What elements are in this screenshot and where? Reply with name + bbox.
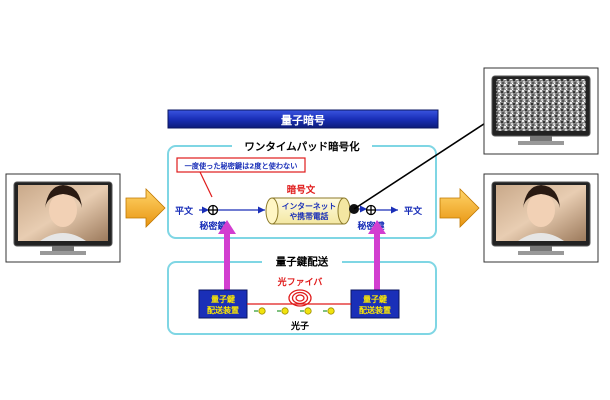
input-arrow-icon [125,188,166,228]
photon-label: 光子 [290,320,309,332]
otp-label-bg [232,139,372,153]
key-arrow-right [368,220,386,290]
qkd-device-left [198,289,248,319]
output-arrow-icon [439,188,480,228]
channel-cylinder [265,197,351,225]
ciphertext-label: 暗号文 [287,184,316,196]
eavesdropper-tv-image [483,67,599,155]
sender-tv-image [5,173,121,263]
device-left-line2: 配送装置 [207,305,239,315]
plaintext-right: 平文 [404,205,423,217]
otp-label: ワンタイムパッド暗号化 [244,140,360,153]
fiber-label: 光ファイバ [277,276,323,288]
warning-box [176,157,306,173]
warning-pointer [199,171,213,198]
title-bar [167,109,439,129]
qkd-device-right [350,289,400,319]
key-arrow-left [218,220,236,290]
warning-text: 一度使った秘密鍵は2度と使わない [185,162,298,171]
plaintext-left: 平文 [175,205,194,217]
fiber-coil-icon [288,289,312,307]
secret-key-left: 秘密鍵 [199,220,226,232]
channel-label-line1: インターネット [282,201,337,211]
title-text: 量子暗号 [281,113,325,127]
device-right-line2: 配送装置 [359,305,391,315]
device-right-line1: 量子鍵 [363,294,387,304]
receiver-tv-image [483,173,599,263]
photon-icons [254,307,335,315]
channel-label-line2: や携帯電話 [290,211,329,221]
device-left-line1: 量子鍵 [211,294,235,304]
eavesdrop-line [353,117,494,210]
qkd-label: 量子鍵配送 [276,255,329,268]
